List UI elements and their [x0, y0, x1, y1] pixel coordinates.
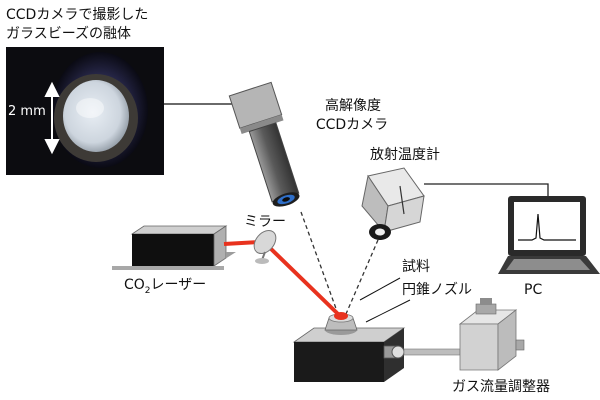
laser-label-subscript: 2 [144, 285, 151, 296]
scale-arrow [44, 81, 60, 155]
pc-laptop [498, 196, 600, 274]
gas-regulator [458, 298, 525, 371]
nozzle-label: 円錐ノズル [402, 282, 472, 298]
laser-label-prefix: CO [124, 277, 145, 293]
pyrometer-label: 放射温度計 [370, 147, 440, 163]
ccd-camera-label-line1: 高解像度 [325, 98, 381, 114]
laser-label-suffix: レーザー [150, 277, 207, 293]
mirror-label: ミラー [244, 214, 286, 230]
scale-label: 2 mm [8, 104, 46, 119]
pc-label: PC [524, 282, 543, 298]
laser-beam-2 [266, 244, 340, 316]
pyrometer-view-line [345, 239, 379, 315]
co2-laser [112, 225, 236, 270]
bead-photo [6, 47, 164, 175]
glass-bead [63, 80, 129, 152]
photo-caption-line1: CCDカメラで撮影した [6, 7, 149, 23]
ccd-camera [228, 81, 300, 207]
laser-beam-1 [223, 240, 261, 246]
nozzle-block [292, 312, 406, 382]
gas-regulator-label: ガス流量調整器 [452, 379, 550, 395]
nozzle-leader-line [365, 299, 411, 323]
pc-screen-graph [518, 213, 576, 241]
sample-label: 試料 [402, 259, 430, 275]
ccd-camera-label-line2: CCDカメラ [315, 117, 389, 133]
gas-connector [383, 345, 461, 359]
pyrometer [361, 167, 425, 240]
mirror [253, 229, 277, 264]
sample-leader-line [359, 277, 401, 301]
laser-label: CO2レーザー [124, 276, 206, 300]
pyrometer-cable [424, 183, 549, 196]
sample-droplet [334, 312, 348, 320]
photo-caption-line2: ガラスビーズの融体 [6, 26, 132, 42]
